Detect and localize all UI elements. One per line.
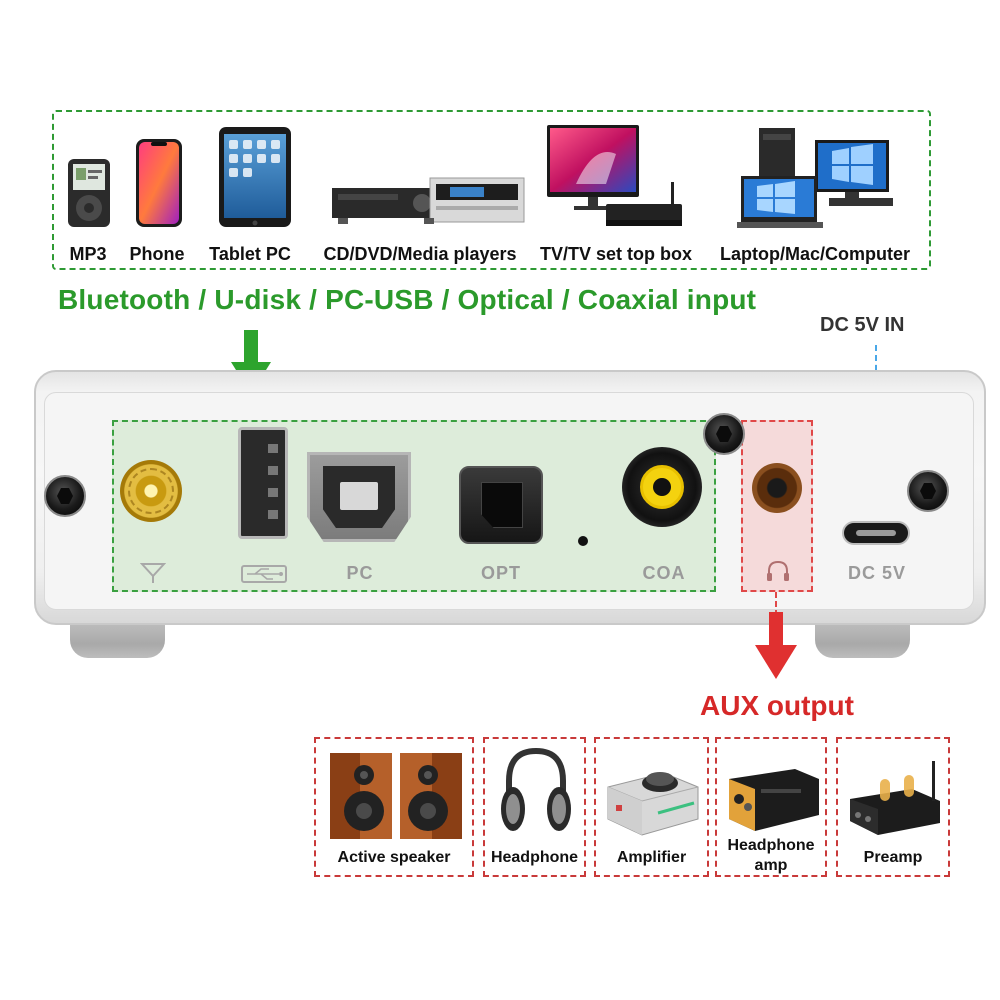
source-label-phone: Phone xyxy=(129,244,185,264)
screw-right-icon xyxy=(907,470,949,512)
usb-icon xyxy=(241,564,287,584)
aux-arrow-stem xyxy=(769,612,783,650)
indicator-led xyxy=(578,536,588,546)
source-label-mp3: MP3 xyxy=(69,244,107,264)
source-label-media-players: CD/DVD/Media players xyxy=(323,244,517,264)
media-player-icon xyxy=(330,176,526,226)
coaxial-port-pin xyxy=(653,478,671,496)
aux-output-title: AUX output xyxy=(700,690,854,721)
pc-port-label: PC xyxy=(346,563,374,583)
input-ports-zone xyxy=(112,420,716,592)
dc-5v-port-label: DC 5V xyxy=(847,563,907,583)
output-label-headphone: Headphone xyxy=(490,849,579,866)
screw-left-icon xyxy=(44,475,86,517)
mp3-player-icon xyxy=(67,158,111,228)
antenna-icon xyxy=(140,562,166,584)
source-label-computer: Laptop/Mac/Computer xyxy=(719,244,911,264)
speaker-icon xyxy=(328,751,464,841)
input-arrow-stem xyxy=(244,330,258,365)
output-device-amplifier: Amplifier xyxy=(594,737,709,877)
dc-in-label: DC 5V IN xyxy=(820,314,905,336)
amplifier-icon xyxy=(604,753,702,837)
output-label-headphone-amp-line2: amp xyxy=(754,857,788,874)
usb-b-tongue xyxy=(340,482,378,510)
tablet-icon xyxy=(218,126,292,228)
headphone-amp-icon xyxy=(725,765,821,835)
output-label-amplifier: Amplifier xyxy=(616,849,687,866)
headphone-icon xyxy=(766,560,790,582)
opt-port-label: OPT xyxy=(480,563,522,583)
output-device-active-speaker: Active speaker xyxy=(314,737,474,877)
output-label-active-speaker: Active speaker xyxy=(337,849,451,866)
preamp-icon xyxy=(846,755,944,839)
computer-icon xyxy=(737,126,899,230)
coa-port-label: COA xyxy=(642,563,686,583)
output-device-preamp: Preamp xyxy=(836,737,950,877)
output-device-headphone-amp: Headphone amp xyxy=(715,737,827,877)
aux-headphone-jack[interactable] xyxy=(752,463,802,513)
output-label-headphone-amp-line1: Headphone xyxy=(727,837,815,854)
aux-connector-line xyxy=(775,592,777,616)
tv-icon xyxy=(546,124,684,230)
dc-5v-port-tongue xyxy=(856,530,896,536)
input-title: Bluetooth / U-disk / PC-USB / Optical / … xyxy=(58,284,757,315)
source-label-tv: TV/TV set top box xyxy=(539,244,693,264)
antenna-connector-thread xyxy=(128,468,174,514)
source-label-tablet: Tablet PC xyxy=(209,244,291,264)
output-device-headphone: Headphone xyxy=(483,737,586,877)
usb-a-port[interactable] xyxy=(238,427,288,539)
phone-icon xyxy=(135,138,183,228)
output-label-preamp: Preamp xyxy=(863,849,923,866)
headphone-device-icon xyxy=(499,747,573,839)
input-sources-frame xyxy=(52,110,931,270)
optical-port-slot xyxy=(481,482,523,528)
aux-arrow-icon xyxy=(755,645,797,679)
screw-center-icon xyxy=(703,413,745,455)
